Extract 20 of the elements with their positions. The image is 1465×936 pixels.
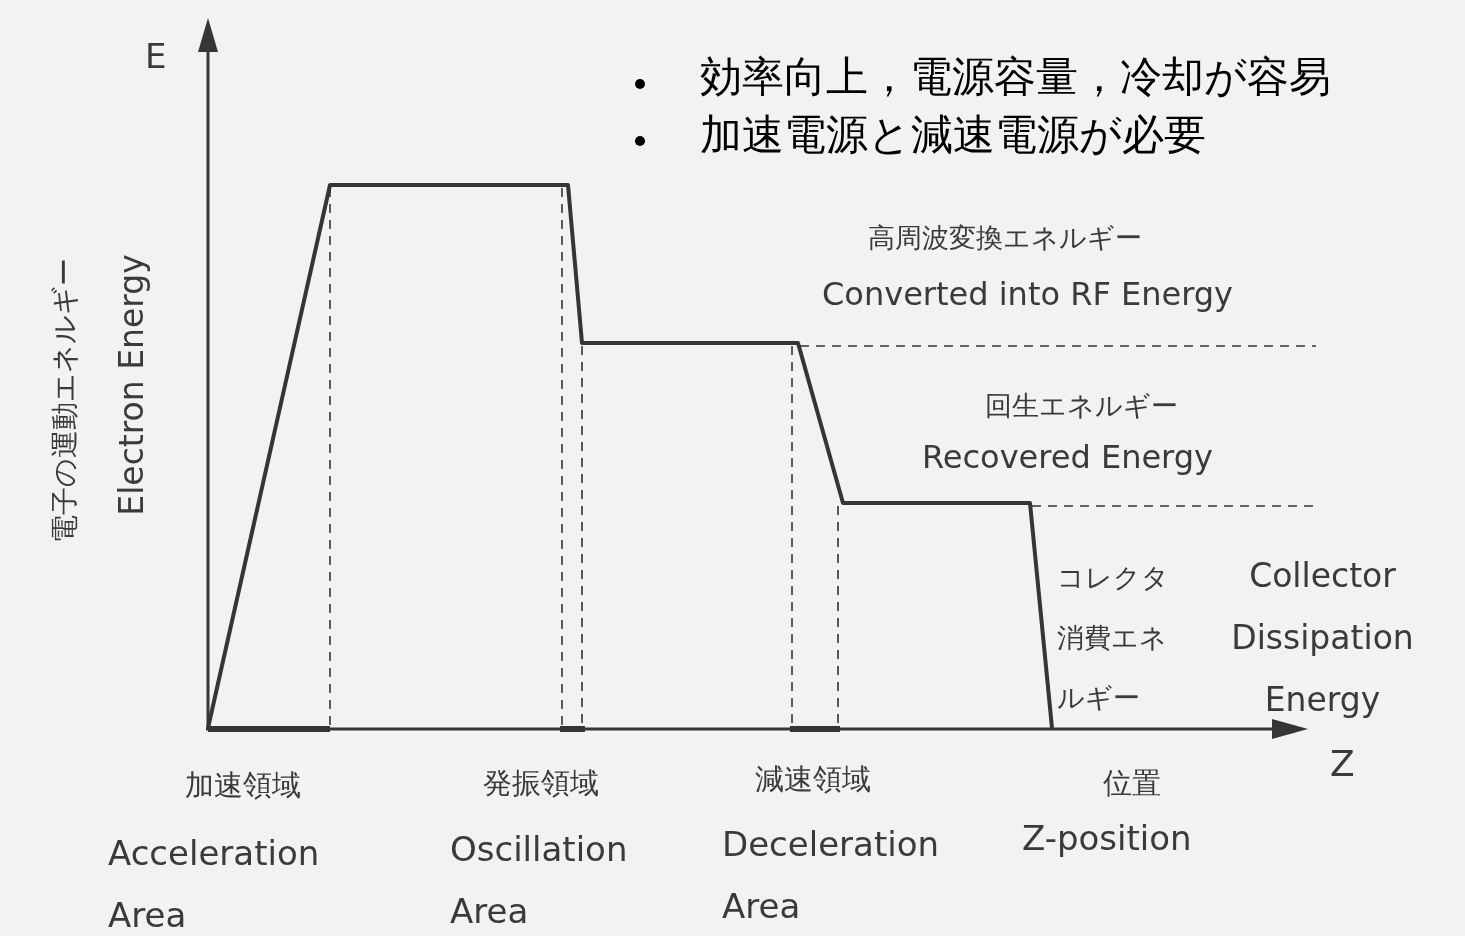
axis-title: Z-position <box>1022 818 1192 859</box>
axis-label: E <box>145 36 167 77</box>
region-label: Oscillation Area <box>450 828 629 933</box>
region-label: 発振領域 <box>483 766 599 801</box>
energy-label: 高周波変換エネルギー <box>868 222 1142 255</box>
axis-label: Z <box>1330 742 1355 786</box>
region-label: 減速領域 <box>755 762 871 797</box>
axis-title: Electron Energy <box>112 254 152 516</box>
axis-title: 電子の運動エネルギー <box>48 257 82 543</box>
energy-label: 回生エネルギー <box>985 390 1178 423</box>
energy-label: Collector Dissipation Energy <box>1230 555 1415 721</box>
axis-title: 位置 <box>1103 766 1161 801</box>
region-label: 加速領域 <box>185 768 301 803</box>
region-label: Deceleration Area <box>722 823 940 928</box>
energy-label: Recovered Energy <box>922 438 1213 477</box>
bullet-text: 効率向上，電源容量，冷却が容易 <box>700 52 1331 103</box>
bullet-text: 加速電源と減速電源が必要 <box>700 110 1206 161</box>
energy-label: コレクタ消費エネルギー <box>1057 561 1169 715</box>
region-label: Acceleration Area <box>108 832 321 936</box>
energy-label: Converted into RF Energy <box>822 275 1233 314</box>
